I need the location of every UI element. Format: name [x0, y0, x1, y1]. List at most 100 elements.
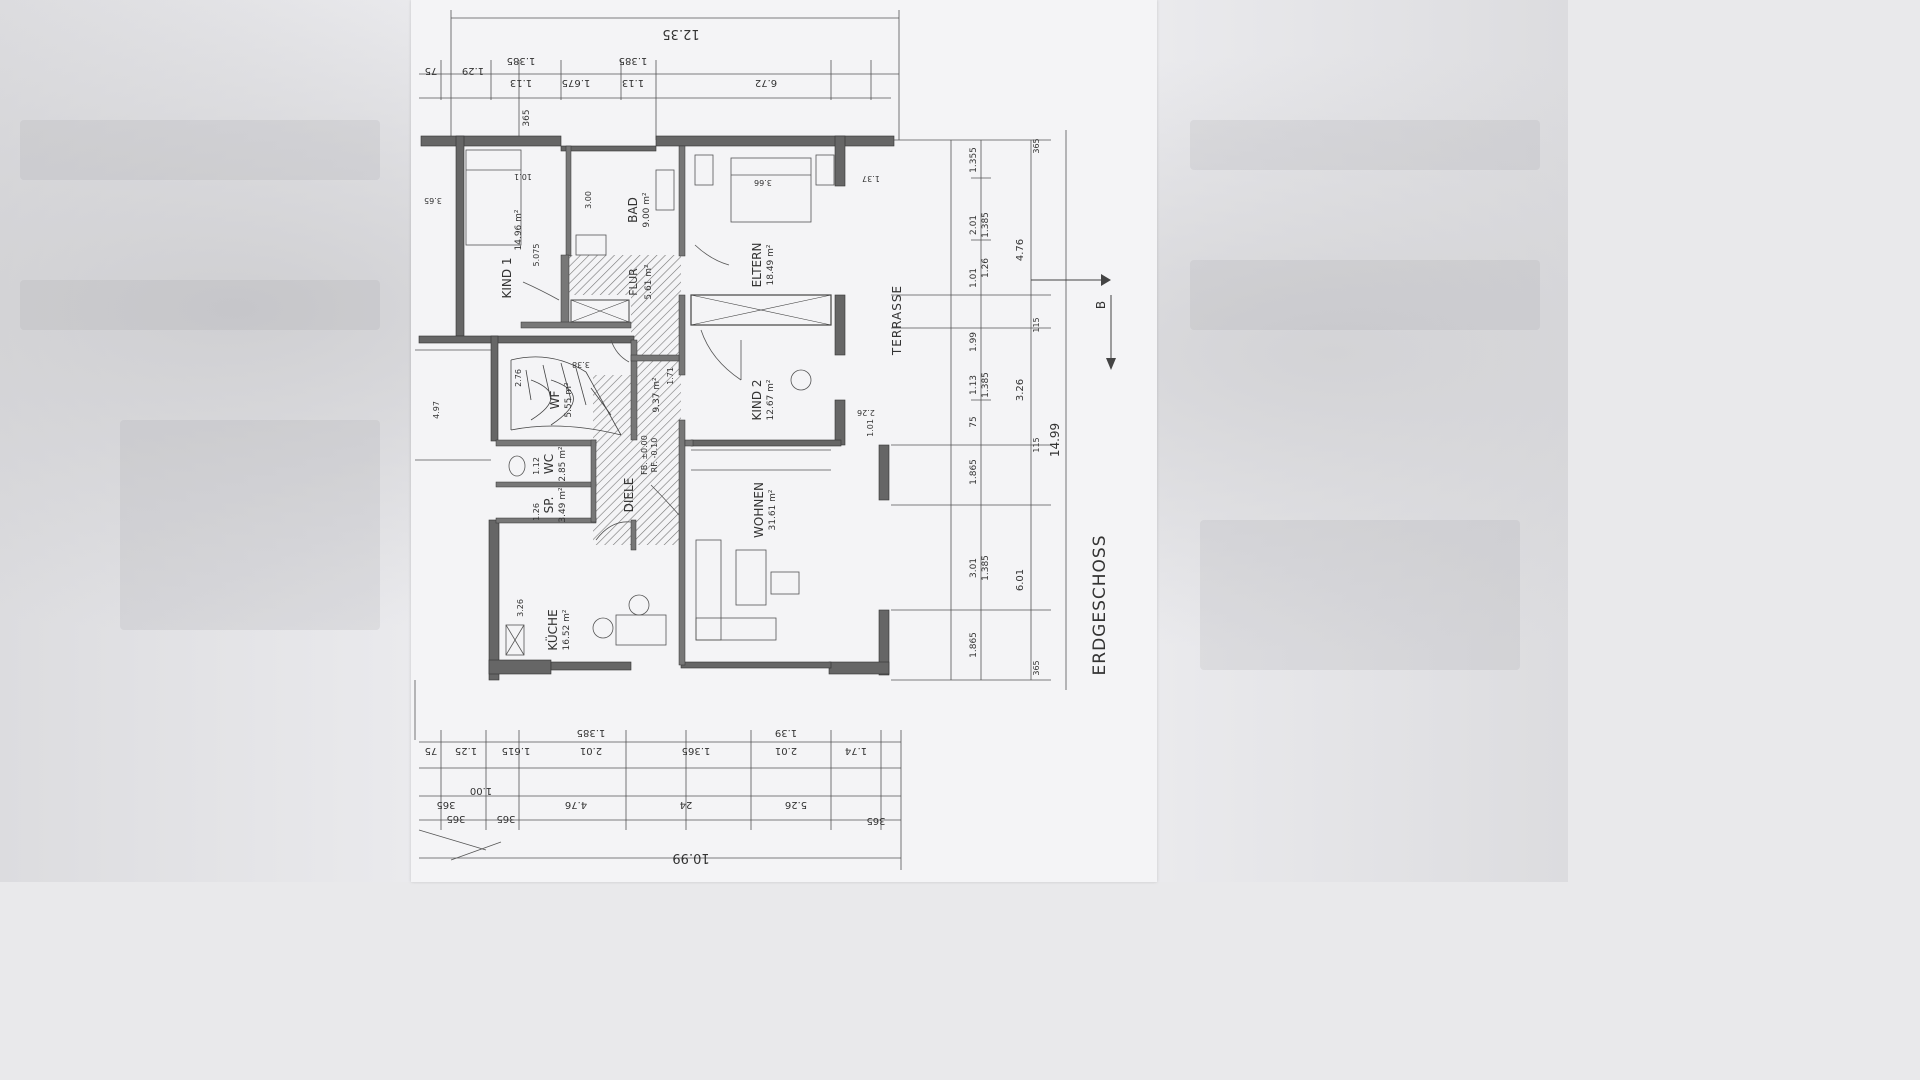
- room-wohnen-name: WOHNEN: [752, 482, 766, 538]
- dim-bottom-segment: 1.365: [682, 745, 711, 756]
- background-strip: [20, 280, 380, 330]
- background-strip: [120, 420, 380, 630]
- room-wc-area: 2.85 m²: [558, 446, 568, 482]
- room-kind2-area: 12.67 m²: [766, 379, 776, 420]
- diele-raw-floor-level: RF. -0.10: [650, 438, 659, 473]
- room-kind1-name: KIND 1: [500, 257, 514, 298]
- room-wc-name: WC: [542, 454, 556, 474]
- dim-top-segment: 75: [425, 65, 438, 76]
- dim-interior: 1.37: [862, 174, 880, 183]
- dim-bottom-segment: 5.26: [785, 799, 807, 810]
- top-dimension-lines: [419, 10, 900, 140]
- dim-right-inner: 1.99: [969, 332, 979, 352]
- furniture: [465, 149, 835, 656]
- room-wf-area: 5.55 m²: [564, 382, 574, 418]
- right-dimension-labels: 14.99 4.76 3.26 6.01 1.355 2.01 1.385 1.…: [969, 138, 1062, 675]
- dim-interior: 3.65: [424, 196, 442, 205]
- room-wf-name: WF: [548, 391, 562, 410]
- dim-right-overall: 14.99: [1048, 423, 1062, 457]
- dim-right-small: 365: [1032, 660, 1041, 675]
- section-marker: B: [1031, 274, 1116, 370]
- dim-bottom-segment: 365: [496, 813, 515, 824]
- dim-interior: 1.12: [532, 457, 541, 475]
- dim-right-inner: 1.26: [981, 258, 991, 278]
- dim-top-segment: 1.13: [510, 77, 532, 88]
- section-marker-label: B: [1094, 301, 1108, 309]
- background-strip: [1190, 120, 1540, 170]
- room-diele-name: DIELE: [622, 478, 636, 513]
- dim-right-inner: 1.385: [981, 372, 991, 398]
- floor-plan-drawing: 12.35 75 1.29 1.13 1.385 1.675 1.13 1.38…: [414, 10, 1116, 870]
- dim-bottom-segment: 365: [436, 799, 455, 810]
- background-strip: [20, 120, 380, 180]
- dim-top-segment: 1.29: [462, 65, 484, 76]
- dim-bottom-segment: 75: [425, 745, 438, 756]
- dim-interior: 3.00: [584, 191, 593, 209]
- dim-top-segment: 1.13: [622, 77, 644, 88]
- dim-right-inner: 1.865: [969, 632, 979, 658]
- room-kind2-name: KIND 2: [750, 379, 764, 420]
- dim-bottom-segment: 2.01: [580, 745, 602, 756]
- dim-right-small: 365: [1032, 138, 1041, 153]
- dim-top-wall: 365: [522, 109, 532, 126]
- dim-right-small: 115: [1032, 437, 1041, 452]
- dim-right-inner: 1.355: [969, 147, 979, 173]
- top-dimension-labels: 12.35 75 1.29 1.13 1.385 1.675 1.13 1.38…: [425, 26, 778, 127]
- drawing-title: ERDGESCHOSS: [1090, 535, 1110, 676]
- dim-interior: 1.71: [666, 367, 675, 385]
- dim-right-small: 115: [1032, 317, 1041, 332]
- dim-bottom-segment: 4.76: [565, 799, 587, 810]
- room-eltern-name: ELTERN: [750, 243, 764, 288]
- bottom-dimension-lines: [418, 730, 902, 870]
- dim-right-segment: 4.76: [1015, 239, 1026, 261]
- dim-bottom-segment: 1.39: [775, 727, 797, 738]
- floor-plan-sheet: 12.35 75 1.29 1.13 1.385 1.675 1.13 1.38…: [411, 0, 1157, 882]
- dim-interior: 10.1: [514, 172, 532, 181]
- dim-bottom-segment: 365: [446, 813, 465, 824]
- dim-interior: 3.38: [572, 360, 590, 369]
- dim-right-inner: 3.01: [969, 558, 979, 578]
- dim-bottom-segment: 24: [680, 799, 693, 810]
- dim-right-inner: 1.385: [981, 555, 991, 581]
- dim-bottom-segment: 1.25: [455, 745, 477, 756]
- dim-right-segment: 6.01: [1015, 569, 1026, 591]
- dim-bottom-segment: 1.74: [845, 745, 867, 756]
- dim-right-inner: 1.01: [969, 268, 979, 288]
- right-dimension-lines: [891, 130, 1067, 690]
- exterior-walls: [418, 135, 895, 681]
- dim-interior: 5.075: [532, 244, 541, 267]
- dim-interior: 4.97: [432, 401, 441, 419]
- interior-dimension-labels: 10.1 3.00 5.075 3.66 1.37 3.38 2.76 1.71…: [424, 172, 880, 617]
- dim-bottom-segment: 1.00: [470, 785, 492, 796]
- left-edge-lines: [414, 349, 502, 861]
- dim-interior: 2.26: [857, 408, 875, 417]
- room-flur-area: 5.61 m²: [644, 264, 654, 300]
- room-flur-name: FLUR: [627, 268, 640, 296]
- dim-top-overall: 12.35: [662, 26, 699, 41]
- dim-bottom-segment: 1.385: [577, 727, 606, 738]
- room-bad-area: 9.00 m²: [642, 192, 652, 228]
- dim-interior: 3.26: [516, 599, 525, 617]
- room-diele-area: 9.37 m²: [652, 377, 662, 413]
- room-sp-area: 3.49 m²: [558, 487, 568, 523]
- dim-top-segment: 6.72: [755, 77, 777, 88]
- dim-right-inner: 1.13: [969, 375, 979, 395]
- room-bad-name: BAD: [626, 197, 640, 223]
- dim-bottom-segment: 1.615: [502, 745, 531, 756]
- dim-bottom-overall: 10.99: [672, 850, 709, 865]
- room-terrasse-name: TERRASSE: [890, 285, 904, 356]
- dim-interior: 1.26: [532, 503, 541, 521]
- room-kuche-area: 16.52 m²: [562, 609, 572, 650]
- dim-top-segment: 1.675: [562, 77, 591, 88]
- dim-right-inner: 1.865: [969, 459, 979, 485]
- dim-bottom-segment: 365: [866, 815, 885, 826]
- dim-interior: 1.01: [866, 419, 875, 437]
- background-strip: [1190, 260, 1540, 330]
- dim-right-inner: 2.01: [969, 215, 979, 235]
- dim-top-segment: 1.385: [619, 55, 648, 66]
- room-sp-name: SP.: [542, 497, 556, 514]
- dim-right-inner: 1.385: [981, 212, 991, 238]
- diele-floor-level: FB. ±0.00: [640, 435, 649, 475]
- dim-bottom-segment: 2.01: [775, 745, 797, 756]
- interior-walls: [495, 145, 832, 666]
